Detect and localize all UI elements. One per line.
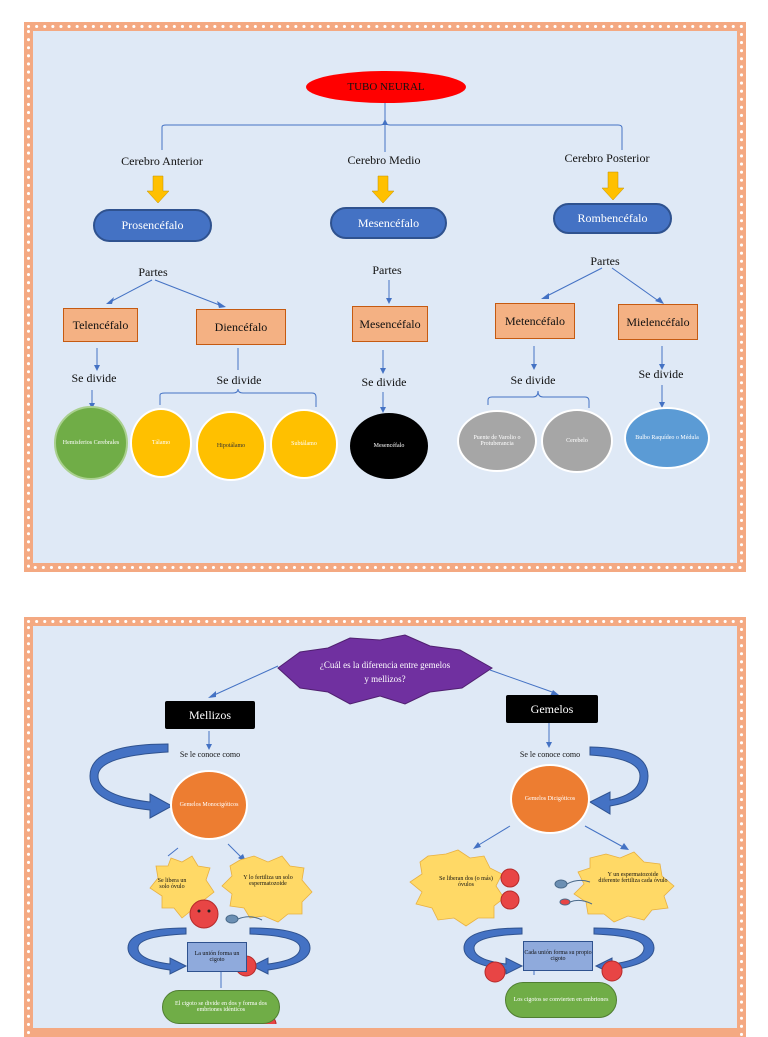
star-text-mellizos-left: Se libera un solo óvulo [152, 878, 192, 890]
partes-label-anterior: Partes [128, 265, 178, 280]
star-right-mellizos [222, 856, 312, 922]
leaf-bulbo: Bulbo Raquídeo o Médula [624, 407, 710, 469]
box-mesencefalo: Mesencéfalo [352, 306, 428, 342]
union-box-mellizos: La unión forma un cigoto [187, 942, 247, 972]
branch-title-anterior: Cerebro Anterior [112, 154, 212, 169]
result-gemelos: Los cigotos se convierten en embriones [505, 982, 617, 1018]
branch-title-medio: Cerebro Medio [334, 153, 434, 168]
leaf-hemisferios: Hemisferios Cerebrales [54, 406, 128, 480]
title-mellizos: Mellizos [165, 701, 255, 729]
divide-label-telencefalo: Se divide [60, 371, 128, 386]
node-rombencefalo: Rombencéfalo [553, 203, 672, 234]
branch-title-posterior: Cerebro Posterior [555, 151, 659, 166]
star-right-gemelos [574, 852, 674, 922]
leaf-cerebelo: Cerebelo [541, 409, 613, 473]
title-gemelos: Gemelos [506, 695, 598, 723]
node-mesencefalo-branch: Mesencéfalo [330, 207, 447, 239]
leaf-subtalamo: Subtálamo [270, 409, 338, 479]
question-text: ¿Cuál es la diferencia entre gemelos y m… [318, 658, 452, 686]
known-as-gemelos: Se le conoce como [500, 750, 600, 759]
divide-label-metencefalo: Se divide [499, 373, 567, 388]
star-text-gemelos-left: Se liberan dos (o más) óvulos [438, 876, 494, 888]
star-text-gemelos-right: Y un espermatozoide diferente fertiliza … [598, 872, 668, 884]
known-as-mellizos: Se le conoce como [160, 750, 260, 759]
leaf-talamo: Tálamo [130, 408, 192, 478]
leaf-hipotalamo: Hipotálamo [196, 411, 266, 481]
box-diencefalo: Diencéfalo [196, 309, 286, 345]
divide-label-mielencefalo: Se divide [627, 367, 695, 382]
star-text-mellizos-right: Y lo fertiliza un solo espermatozoide [242, 875, 294, 887]
divide-label-mesencefalo: Se divide [350, 375, 418, 390]
circle-monocigoticos: Gemelos Monocigóticos [170, 770, 248, 840]
partes-label-posterior: Partes [580, 254, 630, 269]
root-node-tubo-neural: TUBO NEURAL [306, 71, 466, 103]
leaf-puente: Puente de Varolio o Protuberancia [457, 410, 537, 472]
star-left-gemelos [410, 850, 504, 926]
partes-label-medio: Partes [362, 263, 412, 278]
divide-label-diencefalo: Se divide [205, 373, 273, 388]
node-prosencefalo: Prosencéfalo [93, 209, 212, 242]
result-mellizos: El cigoto se divide en dos y forma dos e… [162, 990, 280, 1024]
leaf-mesencefalo: Mesencéfalo [350, 413, 428, 479]
box-mielencefalo: Mielencéfalo [618, 304, 698, 340]
box-telencefalo: Telencéfalo [63, 308, 138, 342]
union-box-gemelos: Cada unión forma su propio cigoto [523, 941, 593, 971]
box-metencefalo: Metencéfalo [495, 303, 575, 339]
circle-dicigoticos: Gemelos Dicigóticos [510, 764, 590, 834]
